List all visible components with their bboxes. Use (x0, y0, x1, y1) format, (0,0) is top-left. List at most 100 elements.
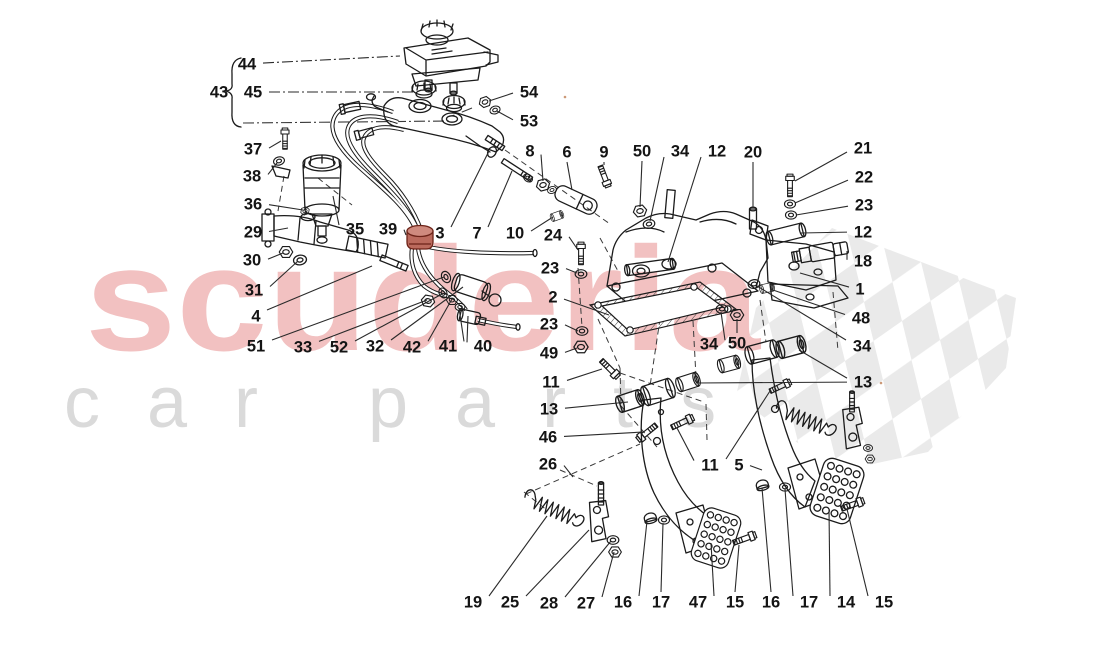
part-number-label: 31 (245, 282, 263, 300)
leader-line (488, 92, 514, 102)
part-number-label: 18 (854, 253, 872, 271)
bolt-37 (280, 127, 290, 150)
part-number-label: 4 (251, 308, 261, 326)
leader-line (795, 205, 849, 216)
part-number-label: 37 (244, 141, 262, 159)
part-number-label: 44 (238, 56, 257, 74)
part-number-label: 17 (652, 594, 670, 612)
part-number-label: 28 (540, 595, 558, 613)
leader-line (568, 236, 579, 251)
part-number-label: 41 (439, 338, 457, 356)
part-number-label: 45 (244, 84, 262, 102)
leader-line (799, 272, 850, 288)
watermark-secondary-right: parts (368, 363, 763, 443)
leader-line (267, 162, 278, 175)
leader-line (725, 390, 771, 460)
leader-line (564, 324, 579, 332)
part-number-label: 52 (330, 339, 348, 357)
part-number-label: 39 (379, 221, 397, 239)
part-number-label: 12 (708, 143, 726, 161)
stop-bracket-left (586, 498, 611, 544)
adjuster-26 (597, 480, 605, 506)
leader-line (496, 110, 514, 121)
part-number-label: 5 (734, 457, 743, 475)
leader-line (564, 540, 612, 598)
part-number-label: 15 (726, 594, 744, 612)
part-number-label: 17 (800, 594, 818, 612)
leader-line (540, 154, 544, 182)
leader-line (566, 161, 573, 191)
brake-pedal-pad (688, 505, 744, 571)
part-number-label: 13 (854, 374, 872, 392)
leader-line (466, 315, 469, 343)
part-number-label: 16 (762, 594, 780, 612)
leader-line (794, 151, 848, 182)
part-number-label: 23 (855, 197, 873, 215)
leader-line (846, 508, 869, 597)
hose-grommet (406, 224, 434, 250)
leader-line (268, 227, 289, 233)
part-number-label: 34 (853, 338, 872, 356)
washer-53 (488, 104, 502, 116)
reservoir-filler-caps (411, 80, 466, 113)
washer-23c (784, 210, 798, 220)
part-number-label: 36 (244, 196, 262, 214)
part-number-label: 34 (700, 336, 719, 354)
leader-line (638, 520, 648, 597)
part-number-label: 1 (855, 281, 864, 299)
washer-17a (657, 515, 671, 525)
part-number-label: 7 (472, 225, 481, 243)
leader-line (450, 150, 490, 228)
washer-38 (272, 155, 286, 167)
checkered-flag (736, 228, 1016, 472)
part-number-label: 54 (520, 84, 539, 102)
pushrod-cluster (450, 272, 502, 326)
part-number-label: 2 (548, 289, 557, 307)
leader-line (710, 542, 715, 597)
part-number-label: 14 (837, 594, 856, 612)
part-number-label: 12 (854, 224, 872, 242)
part-number-label: 48 (852, 310, 870, 328)
leader-line (488, 515, 548, 597)
part-number-label: 9 (599, 144, 608, 162)
hydraulic-hoses (330, 100, 538, 331)
pushrod (500, 157, 534, 183)
part-number-label: 35 (346, 221, 364, 239)
leader-line (332, 195, 340, 226)
leader-line (639, 160, 643, 208)
brace-43 (225, 57, 242, 128)
part-number-label: 11 (542, 374, 559, 392)
leader-line (525, 529, 590, 597)
part-number-label: 6 (562, 144, 571, 162)
part-number-label: 38 (243, 168, 261, 186)
part-number-label: 22 (855, 169, 873, 187)
part-number-label: 25 (501, 594, 519, 612)
part-number-label: 51 (247, 338, 265, 356)
bolt-9 (595, 163, 613, 189)
leader-line (563, 431, 644, 437)
leader-line (268, 140, 282, 149)
leader-line (566, 368, 603, 381)
leader-line (565, 268, 578, 274)
part-number-label: 13 (540, 401, 558, 419)
cross-sleeve-12 (623, 257, 677, 277)
part-number-label: 50 (633, 143, 651, 161)
clutch-fluid-reservoir (302, 154, 342, 244)
leader-line (769, 288, 846, 316)
nut-27 (608, 546, 622, 558)
leader-line (800, 231, 848, 234)
part-number-label: 43 (210, 84, 228, 102)
leader-line (458, 307, 465, 342)
clutch-master-cylinder (261, 208, 409, 272)
part-number-label: 10 (506, 225, 524, 243)
part-number-label: 11 (701, 457, 718, 475)
part-number-label: 3 (435, 225, 444, 243)
leader-line (660, 522, 664, 593)
artifact-dots (563, 95, 883, 385)
part-number-label: 27 (577, 595, 595, 613)
part-number-label: 32 (366, 338, 384, 356)
part-number-label: 23 (540, 316, 558, 334)
return-spring-left (520, 487, 588, 530)
part-number-label: 23 (541, 260, 559, 278)
